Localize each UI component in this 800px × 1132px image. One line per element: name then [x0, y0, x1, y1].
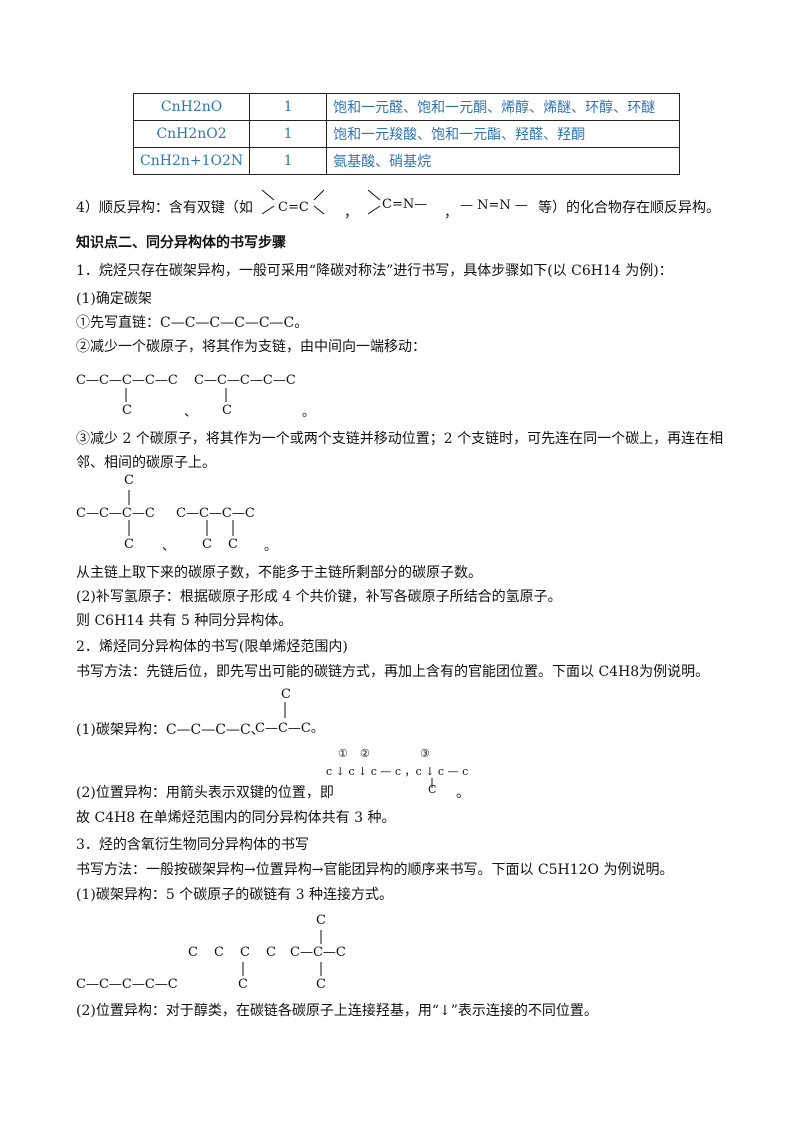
dimethyl-butane-structures: C C—C—C—C C 、 C—C—C—C C C 。 [76, 474, 296, 554]
chain-text: C—C—C—C—C [194, 373, 296, 388]
paragraph: (1)碳架异构：C—C—C—C、 [76, 722, 265, 738]
position-number: ② [360, 747, 370, 760]
paragraph: 则 C6H14 共有 5 种同分异构体。 [76, 613, 293, 629]
comma: 、 [162, 539, 176, 554]
nn-label: — N=N — [460, 198, 528, 213]
chain-text: C—C—C—C [176, 506, 255, 521]
cn-label: C=N— [382, 197, 428, 212]
isomer-count-table: CnH2nO 1 饱和一元醛、饱和一元酮、烯醇、烯醚、环醇、环醚 CnH2nO2… [132, 93, 681, 175]
branch-atom: C [124, 473, 134, 488]
paragraph: 从主链上取下来的碳原子数，不能多于主链所剩部分的碳原子数。 [76, 565, 482, 581]
carbon-atom: C [266, 945, 276, 960]
count-cell: 1 [249, 147, 328, 175]
period: 。 [456, 785, 470, 801]
branch-atom: C [238, 977, 248, 992]
branch-atom: C [281, 687, 291, 702]
paragraph: 书写方法：先链后位，即先写出可能的碳链方式，再加上含有的官能团位置。下面以 C4… [76, 664, 710, 680]
table-row: CnH2nO 1 饱和一元醛、饱和一元酮、烯醇、烯醚、环醇、环醚 [132, 93, 681, 121]
paragraph: ②减少一个碳原子，将其作为支链，由中间向一端移动： [76, 339, 426, 355]
chain-text: C—C—C—C—C [76, 977, 178, 992]
paragraph: 故 C4H8 在单烯烃范围内的同分异构体共有 3 种。 [76, 810, 396, 826]
formula-cell: CnH2nO [132, 93, 251, 121]
paragraph: (2)位置异构：对于醇类，在碳链各碳原子上连接羟基，用“↓”表示连接的不同位置。 [76, 1003, 598, 1019]
chain-text: C—C—C。 [255, 721, 324, 736]
cis-trans-text-b: 等）的化合物存在顺反异构。 [538, 200, 720, 216]
position-number: ① [338, 747, 348, 760]
paragraph: 书写方法：一般按碳架异构→位置异构→官能团异构的顺序来书写。下面以 C5H12O… [76, 862, 674, 878]
carbon-atom: C [240, 945, 250, 960]
branch-atom: C [202, 537, 212, 552]
types-cell: 饱和一元醛、饱和一元酮、烯醇、烯醚、环醇、环醚 [326, 93, 681, 121]
cc-label: C=C [278, 200, 309, 215]
isobutane-skeleton: C C—C—C。 [255, 688, 335, 738]
table-row: CnH2nO2 1 饱和一元羧酸、饱和一元酯、羟醛、羟酮 [132, 120, 681, 148]
paragraph: 2．烯烃同分异构体的书写(限单烯烃范围内) [76, 639, 348, 655]
branch-atom: C [316, 977, 326, 992]
table-row: CnH2n+1O2N 1 氨基酸、硝基烷 [132, 147, 681, 175]
period: 。 [264, 539, 278, 554]
branch-atom: C [124, 537, 134, 552]
carbon-atom: C [214, 945, 224, 960]
chain-text: c ↓ c ↓ c — c ，c ↓ c — c [326, 765, 469, 778]
branch-atom: C [316, 913, 326, 928]
carbon-atom: C [188, 945, 198, 960]
types-cell: 氨基酸、硝基烷 [326, 147, 681, 175]
branch-atom: C [228, 537, 238, 552]
position-isomer-structure: ① ② ③ c ↓ c ↓ c — c ，c ↓ c — c C [326, 747, 469, 798]
paragraph: (2)补写氢原子：根据碳原子形成 4 个共价键，补写各碳原子所结合的氢原子。 [76, 589, 562, 605]
branch-atom: C [122, 403, 132, 418]
branch-atom: C [222, 403, 232, 418]
chain-text: C—C—C—C—C [76, 373, 178, 388]
pentane-skeletons: C—C—C—C—C C C C C C C C—C—C C [76, 912, 376, 992]
separator: ， [344, 205, 358, 221]
section-heading: 知识点二、同分异构体的书写步骤 [76, 235, 286, 251]
formula-cell: CnH2n+1O2N [132, 147, 251, 175]
period: 。 [302, 405, 316, 420]
paragraph: 3．烃的含氧衍生物同分异构体的书写 [76, 837, 309, 853]
paragraph: ③减少 2 个碳原子，将其作为一个或两个支链并移动位置；2 个支链时，可先连在同… [76, 431, 724, 447]
paragraph: (2)位置异构：用箭头表示双键的位置，即 [76, 785, 334, 801]
chain-text: C—C—C [290, 945, 346, 960]
count-cell: 1 [249, 120, 328, 148]
cis-trans-text-a: 4）顺反异构：含有双键（如 [76, 200, 253, 216]
paragraph: ①先写直链：C—C—C—C—C—C。 [76, 315, 309, 331]
cn-double-bond-structure [367, 189, 381, 215]
paragraph: (1)碳架异构：5 个碳原子的碳链有 3 种连接方式。 [76, 887, 393, 903]
comma: 、 [184, 405, 198, 420]
cc-double-bond-structure [261, 189, 325, 215]
branch-atom: C [428, 783, 437, 796]
chain-text: C—C—C—C [76, 506, 155, 521]
position-number: ③ [420, 747, 430, 760]
separator: ， [444, 205, 458, 221]
paragraph: 1．烷烃只存在碳架异构，一般可采用“降碳对称法”进行书写，具体步骤如下(以 C6… [76, 263, 673, 279]
methyl-pentane-structures: C—C—C—C—C C 、 C—C—C—C—C C 。 [76, 372, 316, 420]
types-cell: 饱和一元羧酸、饱和一元酯、羟醛、羟酮 [326, 120, 681, 148]
paragraph: (1)确定碳架 [76, 291, 152, 307]
count-cell: 1 [249, 93, 328, 121]
paragraph: 邻、相间的碳原子上。 [76, 455, 216, 471]
